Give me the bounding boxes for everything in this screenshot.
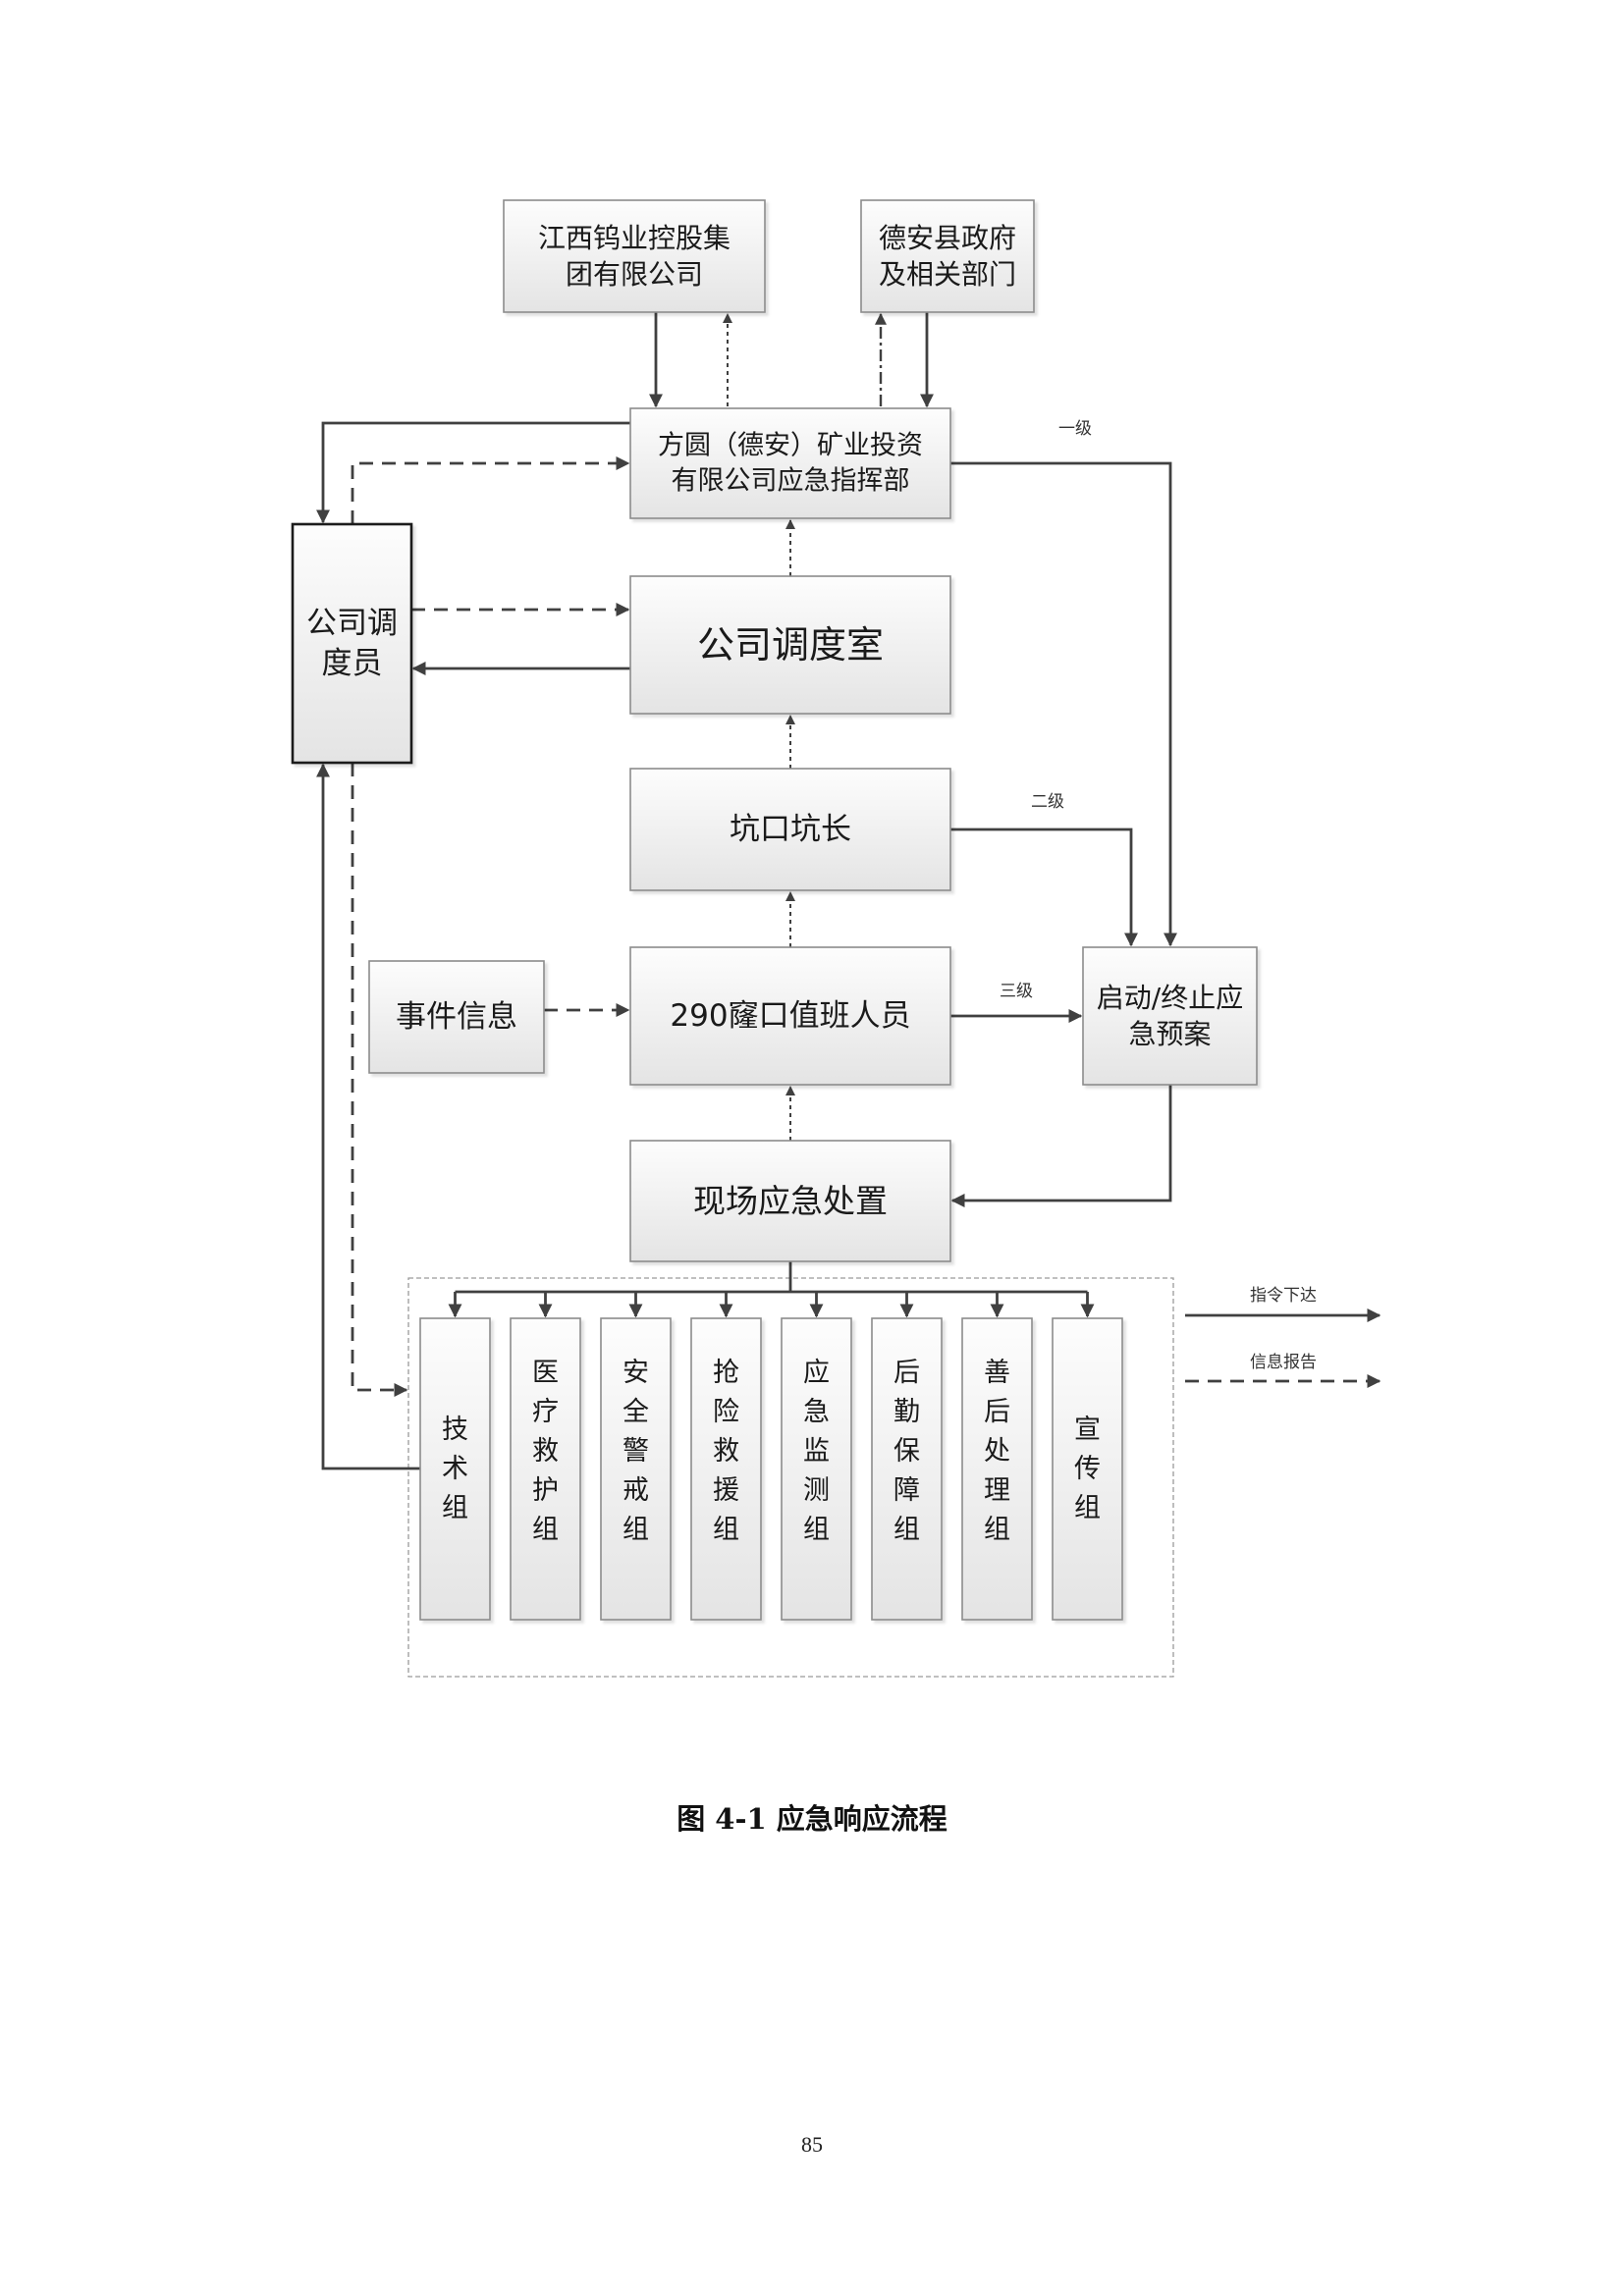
node-dispatch-room [629,575,951,715]
node-pit-head [629,768,951,891]
team-label-char: 测 [803,1475,830,1506]
team-label-char: 组 [1074,1493,1101,1523]
node-onsite-response-label-line: 现场应急处置 [693,1182,888,1220]
node-event-info-label-line: 事件信息 [396,999,517,1035]
node-group-company-label-line: 江西钨业控股集 [538,222,731,254]
level2-label: 二级 [1031,792,1064,812]
team-label-char: 戒 [623,1475,649,1506]
node-duty-staff-label-line: 290窿口值班人员 [670,998,910,1034]
team-label-char: 传 [1074,1454,1101,1484]
node-dispatch-room-label-line: 公司调度室 [697,623,884,667]
team-box [781,1317,852,1621]
edge-level1-to-plan [950,461,1177,947]
team-label-char: 救 [713,1436,739,1467]
team-label-char: 组 [442,1493,468,1523]
team-label-char: 术 [442,1454,468,1484]
team-box [961,1317,1033,1621]
team-label-char: 善 [984,1358,1010,1388]
team-label-char: 后 [984,1397,1010,1427]
connector-layer [316,312,1381,1678]
team-label-char: 组 [984,1515,1010,1545]
figure-caption: 图 4-1 应急响应流程 [677,1802,947,1836]
team-label-char: 理 [984,1475,1010,1506]
team-label-char: 技 [442,1415,468,1445]
node-pit-head-label-line: 坑口坑长 [730,812,851,847]
team-label-char: 组 [532,1515,559,1545]
team-label-char: 全 [623,1397,649,1427]
page-number: 85 [801,2132,823,2157]
legend-solid-label: 指令下达 [1250,1286,1317,1306]
edge-plan-to-onsite [950,1085,1172,1207]
level1-label: 一级 [1058,419,1092,439]
team-label-char: 医 [532,1358,559,1388]
team-box [510,1317,581,1621]
team-label-char: 勤 [893,1397,920,1427]
node-group-company-label-line: 团有限公司 [566,258,703,291]
node-company-dispatcher [291,522,413,765]
node-county-government [860,199,1035,313]
team-label-char: 警 [623,1436,649,1467]
edge-command-to-dispatcher [316,421,630,524]
team-box [690,1317,762,1621]
node-start-stop-plan-label-line: 启动/终止应 [1097,982,1243,1014]
node-company-dispatcher-label-line: 度员 [322,646,383,681]
node-start-stop-plan-label-line: 急预案 [1128,1018,1211,1050]
team-label-char: 护 [532,1475,559,1506]
node-company-dispatcher-label-line: 公司调 [306,606,398,641]
node-command-center [629,407,951,519]
team-label-char: 组 [623,1515,649,1545]
team-label-char: 险 [713,1397,739,1427]
team-label-char: 监 [803,1436,830,1467]
team-box [600,1317,672,1621]
team-box [871,1317,943,1621]
team-box [419,1317,491,1621]
node-duty-staff [629,946,951,1086]
node-group-company [503,199,766,313]
edge-dispatcher-to-teams [351,763,408,1397]
node-county-government-label-line: 德安县政府 [879,222,1016,254]
node-onsite-response [629,1140,951,1262]
team-label-char: 救 [532,1436,559,1467]
node-command-center-label-line: 有限公司应急指挥部 [672,465,910,496]
team-label-char: 应 [803,1358,830,1388]
team-label-char: 抢 [713,1358,739,1388]
edge-dispatcher-to-command [351,456,630,524]
team-label-char: 组 [803,1515,830,1545]
team-label-char: 安 [623,1358,649,1388]
team-box [1052,1317,1123,1621]
edge-teams-to-dispatcher [316,763,420,1470]
team-label-char: 援 [713,1475,739,1506]
team-label-char: 保 [893,1436,920,1467]
team-label-char: 宣 [1074,1415,1101,1445]
edge-level2-to-plan [950,828,1138,947]
node-command-center-label-line: 方圆（德安）矿业投资 [658,431,923,461]
team-label-char: 组 [713,1515,739,1545]
team-label-char: 急 [803,1397,830,1427]
node-start-stop-plan [1082,946,1258,1086]
level3-label: 三级 [1000,982,1033,1001]
team-label-char: 处 [984,1436,1010,1467]
legend-dashed-label: 信息报告 [1250,1353,1317,1372]
team-label-char: 组 [893,1515,920,1545]
node-county-government-label-line: 及相关部门 [879,258,1016,291]
team-label-char: 后 [893,1358,920,1388]
node-event-info [368,960,545,1074]
team-label-char: 障 [893,1475,920,1506]
team-label-char: 疗 [532,1397,559,1427]
